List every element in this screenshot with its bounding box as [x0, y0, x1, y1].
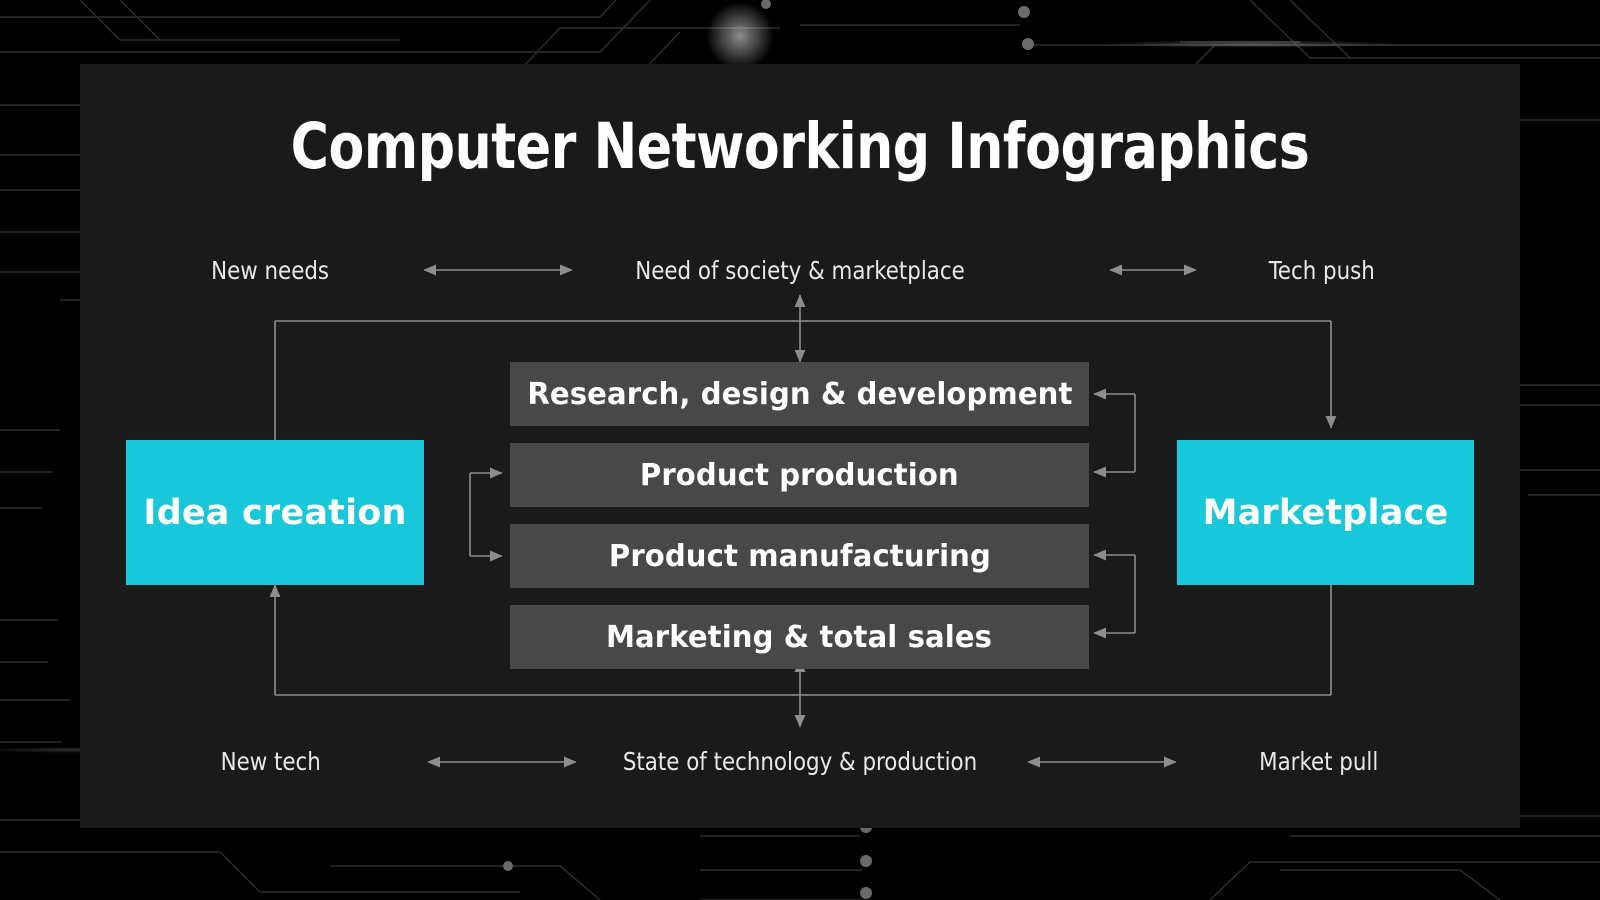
process-box-marketing-total-sales[interactable]: Marketing & total sales	[510, 605, 1089, 669]
caption-bottom-left: New tech	[220, 747, 321, 776]
terminal-box-marketplace[interactable]: Marketplace	[1177, 440, 1474, 585]
terminal-label-left: Idea creation	[143, 492, 407, 533]
process-label-3: Marketing & total sales	[606, 619, 993, 655]
caption-top-center: Need of society & marketplace	[635, 256, 965, 285]
caption-bottom-center: State of technology & production	[622, 747, 978, 776]
process-label-0: Research, design & development	[526, 376, 1073, 412]
process-box-product-manufacturing[interactable]: Product manufacturing	[510, 524, 1089, 588]
process-label-2: Product manufacturing	[608, 538, 991, 574]
caption-top-right: Tech push	[1268, 256, 1375, 285]
terminal-label-right: Marketplace	[1202, 492, 1449, 533]
page-title: Computer Networking Infographics	[290, 110, 1310, 183]
terminal-box-idea-creation[interactable]: Idea creation	[126, 440, 424, 585]
process-box-research-design-development[interactable]: Research, design & development	[510, 362, 1089, 426]
caption-bottom-right: Market pull	[1259, 747, 1379, 776]
process-label-1: Product production	[640, 457, 959, 493]
caption-top-left: New needs	[211, 256, 330, 285]
process-box-product-production[interactable]: Product production	[510, 443, 1089, 507]
